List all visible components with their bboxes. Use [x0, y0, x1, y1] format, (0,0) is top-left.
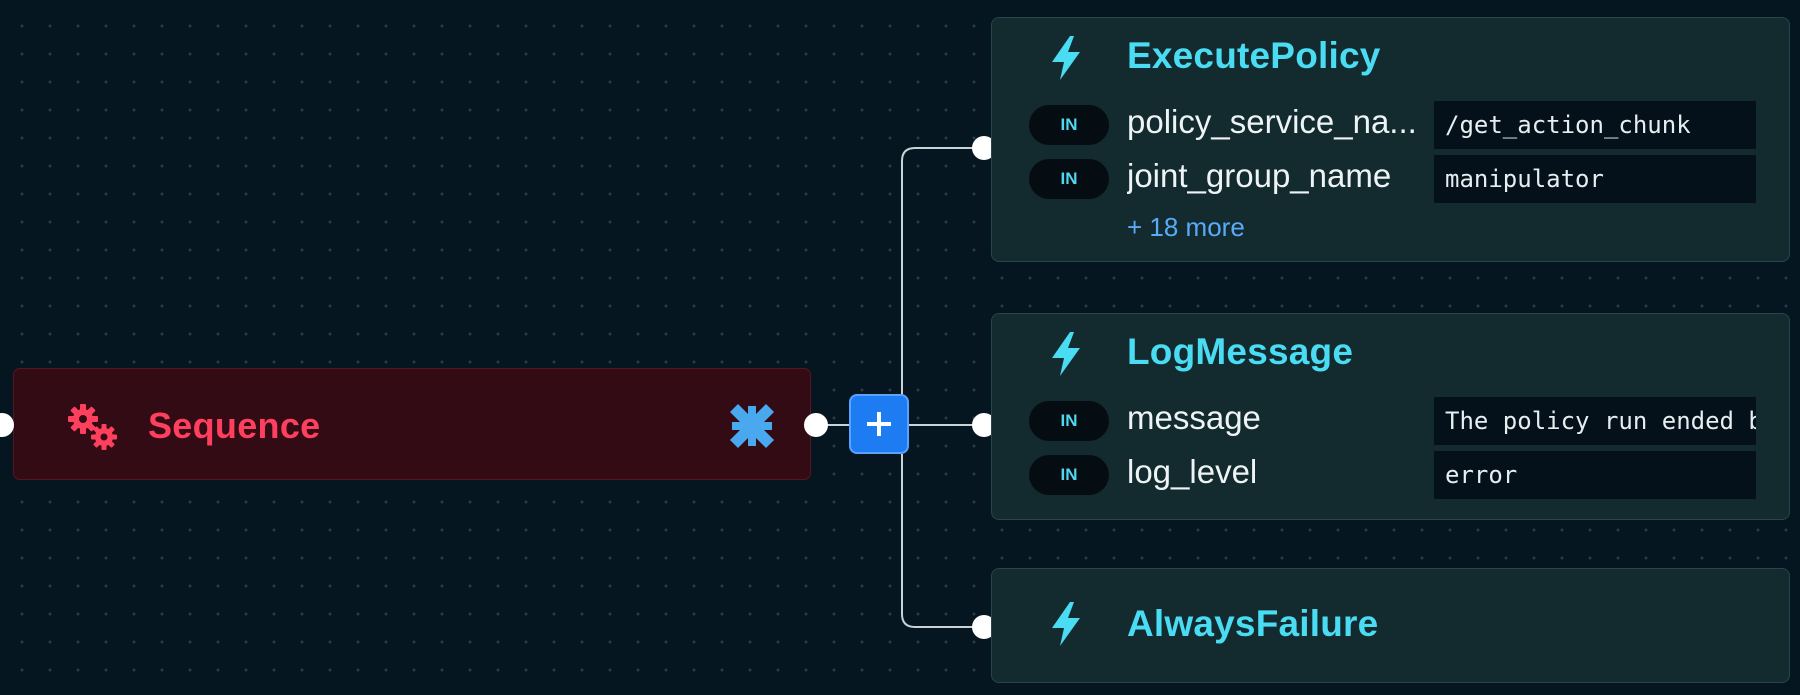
param-value-field[interactable]: manipulator: [1434, 155, 1756, 203]
gears-icon: [64, 399, 124, 455]
action-node-alwaysfailure[interactable]: AlwaysFailure: [991, 568, 1790, 683]
sequence-title: Sequence: [148, 405, 321, 446]
node-title: ExecutePolicy: [1127, 35, 1381, 76]
param-value-field[interactable]: /get_action_chunk: [1434, 101, 1756, 149]
sequence-node[interactable]: Sequence: [13, 368, 811, 480]
param-value-field[interactable]: error: [1434, 451, 1756, 499]
action-node-executepolicy[interactable]: ExecutePolicy IN policy_service_na... /g…: [991, 17, 1790, 262]
node-title: LogMessage: [1127, 331, 1354, 372]
param-name: policy_service_na...: [1127, 103, 1417, 140]
collapse-icon[interactable]: [728, 402, 776, 450]
param-name: log_level: [1127, 453, 1258, 490]
in-badge: IN: [1029, 401, 1109, 441]
port-row: IN message The policy run ended b: [992, 397, 1789, 447]
in-badge: IN: [1029, 159, 1109, 199]
action-node-logmessage[interactable]: LogMessage IN message The policy run end…: [991, 313, 1790, 520]
lightning-bolt-icon: [1048, 34, 1084, 82]
plus-icon: [867, 412, 891, 436]
param-name: joint_group_name: [1127, 157, 1392, 194]
wire-to-alwaysfailure: [901, 454, 982, 628]
node-title: AlwaysFailure: [1127, 603, 1379, 644]
lightning-bolt-icon: [1048, 330, 1084, 378]
param-name: message: [1127, 399, 1261, 436]
in-badge: IN: [1029, 105, 1109, 145]
show-more-ports-link[interactable]: + 18 more: [1127, 212, 1245, 242]
sequence-input-port[interactable]: [0, 413, 14, 437]
lightning-bolt-icon: [1048, 600, 1084, 648]
wire-to-executepolicy: [901, 147, 982, 396]
param-value-field[interactable]: The policy run ended b: [1434, 397, 1756, 445]
add-child-button[interactable]: [849, 394, 909, 454]
port-row: IN log_level error: [992, 451, 1789, 501]
in-badge: IN: [1029, 455, 1109, 495]
port-row: IN joint_group_name manipulator: [992, 155, 1789, 205]
port-row: IN policy_service_na... /get_action_chun…: [992, 101, 1789, 151]
sequence-output-port[interactable]: [804, 413, 828, 437]
